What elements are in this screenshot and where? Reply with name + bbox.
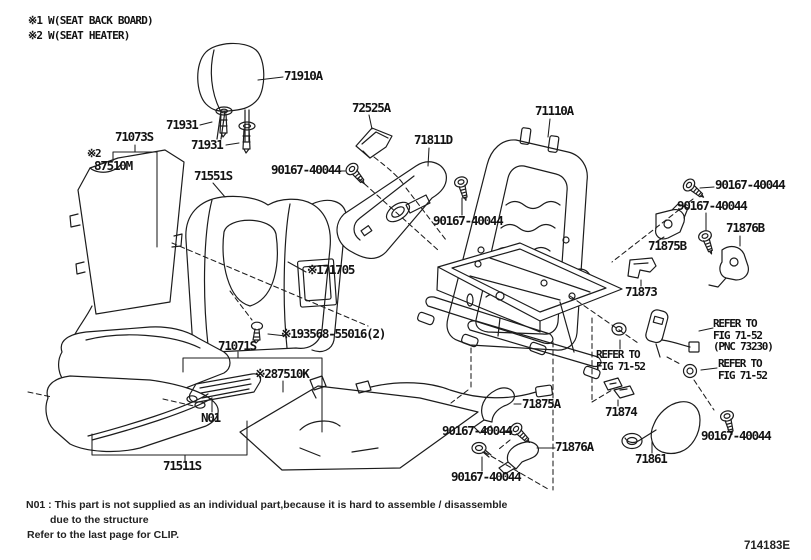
headrest-support-drawings <box>215 106 256 154</box>
recliner-cover-drawing <box>621 401 701 455</box>
leader-lines <box>91 76 741 472</box>
part-label-93568[interactable]: ※193568-55016(2) <box>281 326 386 341</box>
part-label-71874[interactable]: 71874 <box>605 404 638 419</box>
cushion-frame-drawing <box>417 242 623 380</box>
part-label-90167-shield[interactable]: 90167-40044 <box>271 162 342 177</box>
refer-note-left-line2: FIG 71-52 <box>596 359 646 373</box>
bracket-71873-drawing <box>627 257 657 279</box>
part-label-71875b[interactable]: 71875B <box>648 238 687 253</box>
part-label-71931-lower[interactable]: 71931 <box>191 137 224 152</box>
bracket-71875b-drawing <box>655 203 689 240</box>
seat-cushion-drawing <box>45 326 231 453</box>
refer-note-right: REFER TO FIG 71-52 <box>718 357 768 382</box>
board-screw-drawing <box>250 321 264 344</box>
reclining-shield-drawing <box>336 161 447 259</box>
part-label-71071s[interactable]: 71071S <box>218 338 257 353</box>
part-label-90167-mid-upper[interactable]: 90167-40044 <box>442 423 513 438</box>
part-label-71875a[interactable]: 71875A <box>522 396 561 411</box>
part-label-90167-mid-lower[interactable]: 90167-40044 <box>451 469 522 484</box>
part-label-90167-bottom-right[interactable]: 90167-40044 <box>701 428 772 443</box>
part-label-71511s[interactable]: 71511S <box>163 458 202 473</box>
dashed-assembly-lines <box>27 156 715 491</box>
part-label-71910a[interactable]: 71910A <box>284 68 323 83</box>
part-label-71873[interactable]: 71873 <box>625 284 658 299</box>
footnote-n01-line2: due to the structure <box>50 514 149 526</box>
legend-line-2: ※2 W(SEAT HEATER) <box>28 29 130 42</box>
part-label-n01: N01 <box>201 410 221 425</box>
refer-note-belt-line2: FIG 71-52 <box>713 328 763 342</box>
part-label-71705[interactable]: ※171705 <box>307 262 355 277</box>
part-label-90167-frame[interactable]: 90167-40044 <box>433 213 504 228</box>
screw-drawings <box>343 160 739 458</box>
part-label-71876a[interactable]: 71876A <box>555 439 594 454</box>
footnote-n01-line1: N01 : This part is not supplied as an in… <box>26 499 508 511</box>
seatback-frame-drawing <box>446 127 592 351</box>
slide-rail-drawing <box>186 373 262 409</box>
bracket-71876b-drawing <box>708 245 749 288</box>
legend-line-1: ※1 W(SEAT BACK BOARD) <box>28 14 154 27</box>
seatback-board-drawing <box>296 199 347 353</box>
part-label-71073s[interactable]: 71073S <box>115 129 154 144</box>
seatback-heater-drawing <box>63 149 185 357</box>
headrest-drawing <box>197 42 265 142</box>
part-label-90167-right-mid[interactable]: 90167-40044 <box>677 198 748 213</box>
cushion-heater-drawing <box>239 375 553 471</box>
part-label-87510k[interactable]: ※287510K <box>255 366 310 381</box>
part-label-71931-upper[interactable]: 71931 <box>166 117 199 132</box>
part-label-71811d[interactable]: 71811D <box>414 132 453 147</box>
belt-buckle-drawing <box>611 309 700 379</box>
part-label-71876b[interactable]: 71876B <box>726 220 765 235</box>
refer-note-right-line2: FIG 71-52 <box>718 368 768 382</box>
part-label-heater-mark: ※2 <box>87 147 102 160</box>
part-label-90167-right-top[interactable]: 90167-40044 <box>715 177 786 192</box>
part-label-71861[interactable]: 71861 <box>635 451 668 466</box>
refer-note-belt-line1: REFER TO <box>713 317 758 330</box>
cover-71875a-drawing <box>473 387 515 434</box>
shield-clip-drawing <box>355 127 393 159</box>
refer-note-left: REFER TO FIG 71-52 <box>596 348 646 373</box>
part-label-71551s[interactable]: 71551S <box>194 168 233 183</box>
refer-note-belt: REFER TO FIG 71-52 (PNC 73230) <box>713 317 774 353</box>
bracket-71874-drawing <box>603 377 635 399</box>
refer-note-left-line1: REFER TO <box>596 348 641 361</box>
cover-71876a-drawing <box>498 441 539 475</box>
refer-note-belt-line3: (PNC 73230) <box>713 340 774 353</box>
document-code: 714183E <box>744 540 791 552</box>
part-label-72525a[interactable]: 72525A <box>352 100 391 115</box>
refer-note-right-line1: REFER TO <box>718 357 763 370</box>
footnote-clip: Refer to the last page for CLIP. <box>27 529 180 541</box>
part-label-87510m[interactable]: 87510M <box>94 158 133 173</box>
part-label-71110a[interactable]: 71110A <box>535 103 574 118</box>
